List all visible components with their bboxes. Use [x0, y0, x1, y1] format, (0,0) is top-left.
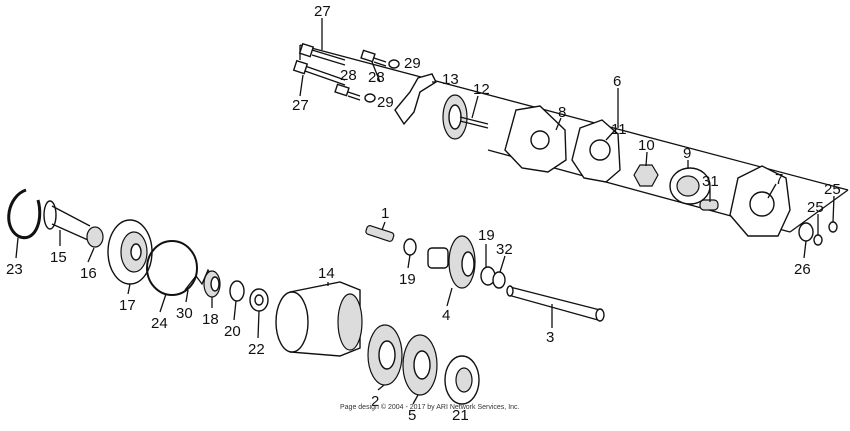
bolt-28-upper [360, 49, 387, 67]
bolt-27-upper [298, 42, 346, 66]
washer-29-lower [364, 93, 376, 103]
callout-29-lower: 29 [377, 94, 394, 111]
shaft-15 [43, 200, 91, 241]
pin-31 [699, 199, 719, 211]
collar-18 [203, 270, 221, 298]
callout-20: 20 [224, 323, 241, 340]
callout-28-left: 28 [340, 67, 357, 84]
callout-8: 8 [558, 104, 566, 121]
pump-cover-7-boss [749, 191, 775, 217]
bracket-13 [394, 73, 437, 126]
callout-24: 24 [151, 315, 168, 332]
callout-labels: 27 28 28 29 29 27 13 12 6 8 11 10 9 7 31… [6, 3, 841, 424]
callout-19-left: 19 [399, 271, 416, 288]
callout-19-right: 19 [478, 227, 495, 244]
washer-25-a [813, 234, 823, 246]
callout-12: 12 [473, 81, 490, 98]
gear-16 [86, 226, 104, 248]
callout-25-left: 25 [807, 199, 824, 216]
bearing-32 [492, 271, 506, 289]
callout-17: 17 [119, 297, 136, 314]
callout-5: 5 [408, 407, 416, 424]
gear-12 [442, 94, 489, 140]
washer-25-b [828, 221, 838, 233]
callout-10: 10 [638, 137, 655, 154]
callout-13: 13 [442, 71, 459, 88]
clutch-drum-14 [275, 281, 363, 357]
pin-1 [365, 225, 395, 242]
callout-32: 32 [496, 241, 513, 258]
housing-17 [107, 219, 153, 285]
washer-29-upper [388, 59, 400, 69]
outer-rotor-9 [669, 167, 711, 205]
callout-15: 15 [50, 249, 67, 266]
callout-3: 3 [546, 329, 554, 346]
callout-1: 1 [381, 205, 389, 222]
pump-body-8-bore [530, 130, 550, 150]
callout-23: 23 [6, 261, 23, 278]
callout-22: 22 [248, 341, 265, 358]
callout-31: 31 [702, 173, 719, 190]
callout-11: 11 [611, 121, 627, 138]
oring-26 [798, 222, 814, 242]
callout-26: 26 [794, 261, 811, 278]
callout-9: 9 [683, 145, 691, 162]
callout-27-bottom: 27 [292, 97, 309, 114]
callout-30: 30 [176, 305, 193, 322]
callout-2: 2 [371, 393, 379, 410]
leader-lines [15, 18, 835, 405]
circlip-23 [7, 188, 42, 240]
callout-6: 6 [613, 73, 621, 90]
callout-28-right: 28 [368, 69, 385, 86]
washer-19-left [403, 238, 417, 256]
washer-22-hole [254, 294, 264, 306]
callout-18: 18 [202, 311, 219, 328]
callout-25-right: 25 [824, 181, 841, 198]
inner-rotor-10 [633, 164, 659, 187]
callout-27-top: 27 [314, 3, 331, 20]
shaft-3 [506, 285, 605, 322]
callout-4: 4 [442, 307, 450, 324]
gear-2 [367, 324, 403, 386]
bolt-28-lower [334, 83, 361, 101]
callout-21: 21 [452, 407, 469, 424]
oring-24 [146, 240, 198, 296]
gear-21 [444, 355, 480, 405]
washer-20 [229, 280, 245, 302]
gasket-11-bore [589, 139, 611, 161]
copyright-notice: Page design © 2004 - 2017 by ARI Network… [340, 403, 520, 411]
callout-16: 16 [80, 265, 97, 282]
callout-7: 7 [775, 171, 783, 188]
callout-29-upper: 29 [404, 55, 421, 72]
callout-14: 14 [318, 265, 335, 282]
gear-shaft-4 [427, 235, 476, 289]
bolt-27-lower [292, 59, 346, 86]
gear-5 [402, 334, 438, 396]
